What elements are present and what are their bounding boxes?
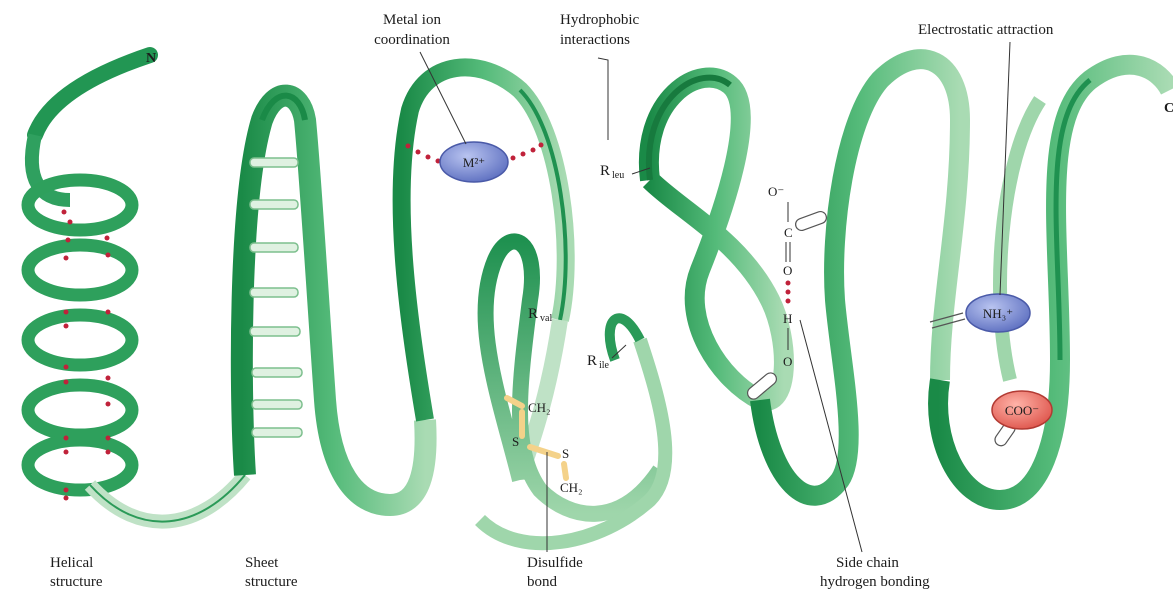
- metal-ion-group: M²⁺: [406, 142, 544, 182]
- disulfide-ch2-top: CH₂: [528, 400, 551, 415]
- sheet-hbond-rungs: [250, 158, 302, 437]
- carboxylate-label: COO⁻: [1005, 403, 1039, 418]
- label-side-chain-hbond: Side chain hydrogen bonding: [800, 320, 930, 590]
- label-sheet-line1: Sheet: [245, 555, 279, 571]
- label-side-chain-line2: hydrogen bonding: [820, 574, 930, 590]
- label-sheet-line2: structure: [245, 574, 298, 590]
- label-disulfide-line2: bond: [527, 574, 558, 590]
- residue-ile-sub: ile: [599, 360, 610, 371]
- disulfide-ch2-bottom: CH₂: [560, 480, 583, 495]
- label-sheet-structure: Sheet structure: [245, 555, 298, 590]
- label-helical-line2: structure: [50, 574, 103, 590]
- label-hydrophobic-line2: interactions: [560, 32, 630, 48]
- residue-ile-r: R: [587, 353, 597, 369]
- label-hydrophobic-interactions: Hydrophobic interactions: [560, 12, 639, 140]
- residue-val-r: R: [528, 306, 538, 322]
- loop-electrostatic-ribbon: [938, 65, 1170, 500]
- hbond-o-minus: O⁻: [768, 184, 784, 199]
- c-terminus-label: C: [1164, 101, 1173, 116]
- hbond-h: H: [783, 311, 792, 326]
- label-helical-line1: Helical: [50, 555, 93, 571]
- label-side-chain-line1: Side chain: [836, 555, 899, 571]
- ammonium-label: NH₃⁺: [983, 306, 1013, 321]
- n-terminus-label: N: [146, 51, 156, 66]
- residue-leu-sub: leu: [612, 170, 624, 181]
- label-hydrophobic-line1: Hydrophobic: [560, 12, 639, 28]
- disulfide-s1: S: [512, 434, 519, 449]
- hbond-dots: [786, 281, 791, 304]
- hbond-o: O: [783, 263, 792, 278]
- hbond-o2: O: [783, 354, 792, 369]
- residue-leu-r: R: [600, 163, 610, 179]
- hbond-c: C: [784, 225, 793, 240]
- disulfide-s2: S: [562, 446, 569, 461]
- leader-hydrophobic: [598, 58, 608, 140]
- label-helical-structure: Helical structure: [50, 555, 103, 590]
- loop-figure-eight-ribbon: [649, 59, 960, 496]
- helix-ribbon: [28, 55, 245, 522]
- hbond-side-chain-stub-top: [794, 210, 828, 232]
- metal-ion-label: M²⁺: [463, 155, 485, 170]
- residue-val: R val: [528, 306, 552, 324]
- label-metal-ion-line1: Metal ion: [383, 12, 441, 28]
- label-metal-ion-line2: coordination: [374, 32, 450, 48]
- label-disulfide-line1: Disulfide: [527, 555, 583, 571]
- residue-val-sub: val: [540, 313, 552, 324]
- label-electrostatic: Electrostatic attraction: [918, 22, 1054, 38]
